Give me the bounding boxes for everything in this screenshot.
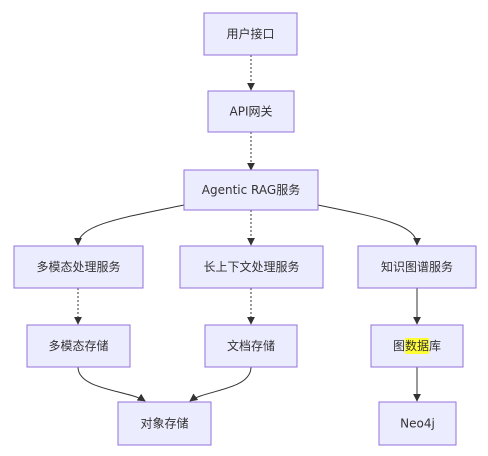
node-graph-database: 图数据库: [370, 324, 464, 368]
node-long-context-service-label: 长上下文处理服务: [203, 259, 299, 274]
node-agentic-rag-label: Agentic RAG服务: [202, 182, 300, 197]
node-graph-database-label: 图数据库: [393, 338, 441, 353]
node-neo4j-label: Neo4j: [400, 417, 435, 431]
node-multimodal-service: 多模态处理服务: [13, 245, 144, 289]
node-api-gateway-label: API网关: [230, 105, 273, 119]
graph-database-highlight-mark: [405, 338, 429, 354]
edge-agentic-rag-to-knowledge-graph-service: [317, 204, 421, 246]
node-knowledge-graph-service: 知识图谱服务: [357, 245, 477, 289]
node-user-interface-box: [203, 12, 298, 56]
node-document-storage-box: [204, 324, 298, 368]
node-agentic-rag: Agentic RAG服务: [183, 169, 319, 211]
node-neo4j-box: [378, 401, 457, 446]
node-api-gateway-box: [207, 90, 295, 133]
node-long-context-service: 长上下文处理服务: [179, 245, 324, 289]
node-neo4j: Neo4j: [378, 401, 457, 446]
edge-multimodal-storage-to-object-storage: [77, 366, 146, 402]
node-document-storage: 文档存储: [204, 324, 298, 368]
node-long-context-service-box: [179, 245, 324, 289]
node-document-storage-label: 文档存储: [227, 338, 275, 353]
node-object-storage-box: [117, 401, 212, 446]
node-user-interface-label: 用户接口: [226, 26, 274, 41]
graph-database-suffix: 库: [429, 338, 441, 353]
node-multimodal-service-label: 多模态处理服务: [36, 259, 120, 274]
node-api-gateway: API网关: [207, 90, 295, 133]
node-multimodal-storage-box: [26, 324, 131, 368]
graph-database-highlight-text: 数据: [405, 338, 429, 353]
node-knowledge-graph-service-box: [357, 245, 477, 289]
node-multimodal-storage-label: 多模态存储: [48, 338, 108, 353]
node-object-storage: 对象存储: [117, 401, 212, 446]
edge-document-storage-to-object-storage: [189, 366, 252, 402]
node-user-interface: 用户接口: [203, 12, 298, 56]
edges: [74, 55, 421, 402]
node-multimodal-storage: 多模态存储: [26, 324, 131, 368]
graph-database-prefix: 图: [393, 339, 405, 353]
node-knowledge-graph-service-label: 知识图谱服务: [381, 259, 453, 274]
node-multimodal-service-box: [13, 245, 144, 289]
node-agentic-rag-box: [183, 169, 319, 211]
node-object-storage-label: 对象存储: [140, 416, 188, 431]
edge-agentic-rag-to-multimodal-service: [74, 204, 185, 246]
